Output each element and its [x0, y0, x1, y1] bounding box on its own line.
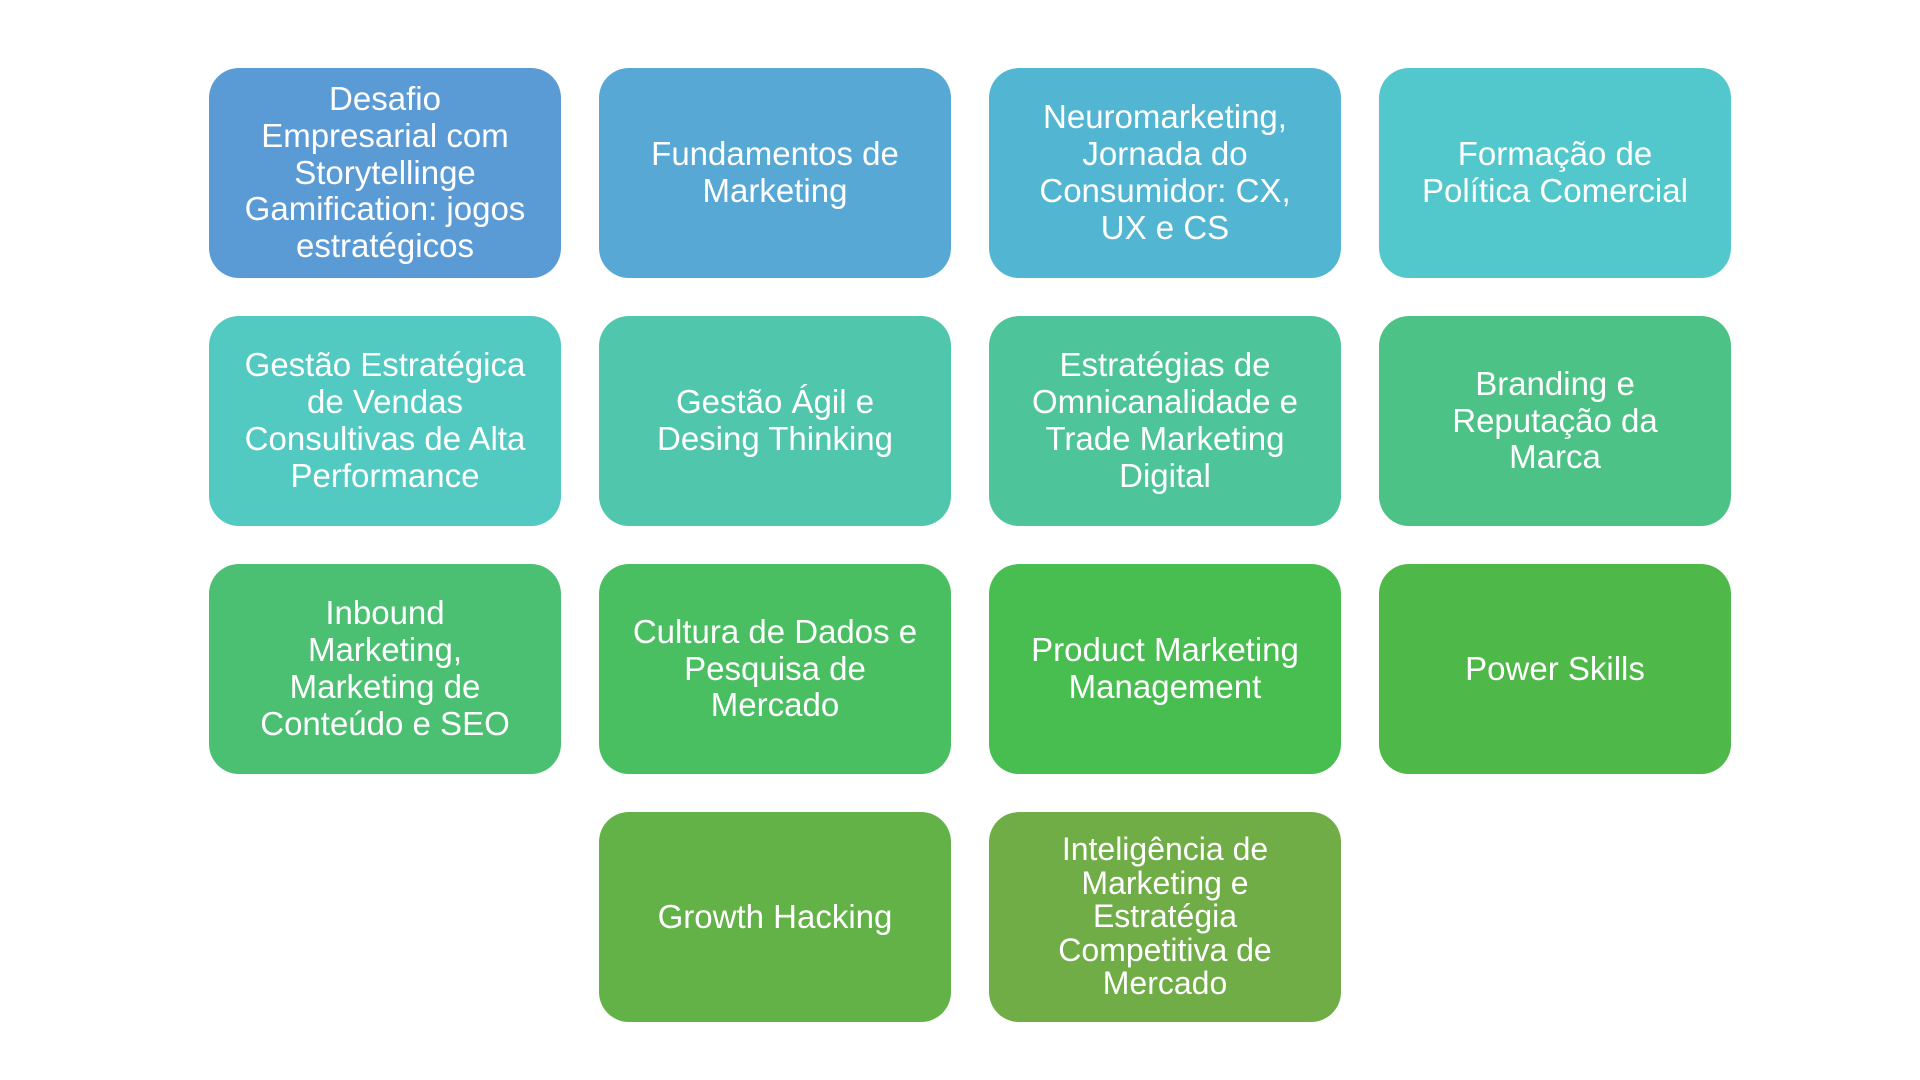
module-card-label: Product Marketing Management — [1031, 631, 1299, 705]
module-card-branding: Branding e Reputação da Marca — [1379, 316, 1731, 526]
module-card-product-marketing: Product Marketing Management — [989, 564, 1341, 774]
module-card-desafio-empresarial: Desafio Empresarial com Storytellinge Ga… — [209, 68, 561, 278]
module-card-inteligencia-marketing: Inteligência de Marketing e Estratégia C… — [989, 812, 1341, 1022]
module-card-label: Inbound Marketing, Marketing de Conteúdo… — [260, 594, 510, 742]
module-card-label: Gestão Ágil e Desing Thinking — [656, 383, 894, 457]
module-card-label: Neuromarketing, Jornada do Consumidor: C… — [1039, 98, 1291, 246]
module-card-label: Formação de Política Comercial — [1422, 135, 1688, 209]
module-card-fundamentos-marketing: Fundamentos de Marketing — [599, 68, 951, 278]
module-card-power-skills: Power Skills — [1379, 564, 1731, 774]
module-card-label: Power Skills — [1465, 649, 1645, 687]
module-card-label: Fundamentos de Marketing — [651, 135, 899, 209]
module-card-cultura-dados: Cultura de Dados e Pesquisa de Mercado — [599, 564, 951, 774]
module-card-inbound-marketing: Inbound Marketing, Marketing de Conteúdo… — [209, 564, 561, 774]
module-card-label: Estratégias de Omnicanalidade e Trade Ma… — [1032, 346, 1298, 494]
module-card-omnicanalidade: Estratégias de Omnicanalidade e Trade Ma… — [989, 316, 1341, 526]
module-card-gestao-agil: Gestão Ágil e Desing Thinking — [599, 316, 951, 526]
module-card-label: Desafio Empresarial com Storytellinge Ga… — [244, 79, 526, 265]
module-card-politica-comercial: Formação de Política Comercial — [1379, 68, 1731, 278]
module-card-growth-hacking: Growth Hacking — [599, 812, 951, 1022]
module-card-label: Growth Hacking — [657, 897, 893, 935]
module-card-label: Branding e Reputação da Marca — [1452, 364, 1658, 476]
module-card-label: Inteligência de Marketing e Estratégia C… — [1058, 831, 1272, 1002]
module-card-label: Cultura de Dados e Pesquisa de Mercado — [632, 612, 918, 724]
module-card-gestao-vendas: Gestão Estratégica de Vendas Consultivas… — [209, 316, 561, 526]
module-card-neuromarketing: Neuromarketing, Jornada do Consumidor: C… — [989, 68, 1341, 278]
module-card-label: Gestão Estratégica de Vendas Consultivas… — [244, 346, 526, 494]
